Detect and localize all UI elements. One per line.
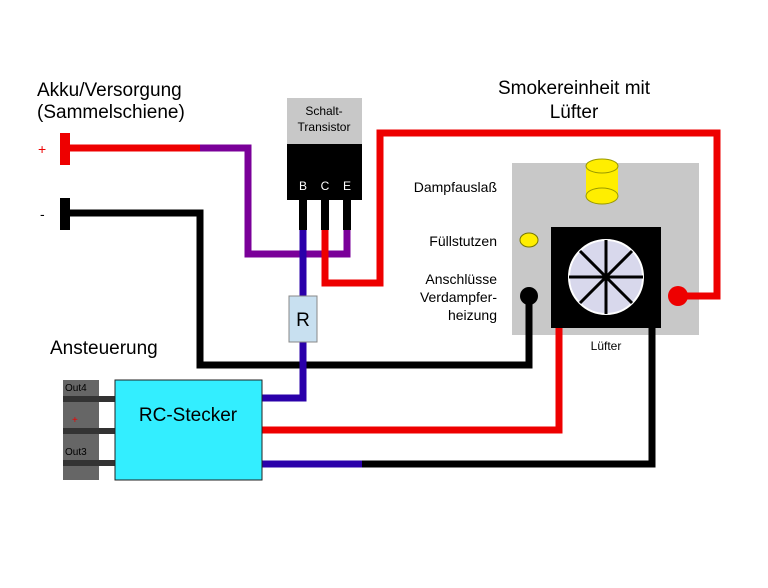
pin-b-label: B [299,179,307,193]
steam-outlet-top [585,158,619,174]
transistor-body [287,144,362,200]
supply-minus-terminal [60,198,70,230]
fan-icon [568,239,644,315]
wire-rc-plus-to-fan [262,328,563,434]
connections-label-2: Verdampfer- [420,289,497,305]
connector-pin-out4 [63,396,115,402]
transistor-leg-e [343,200,351,230]
smoker-title-1: Smokereinheit mit [498,78,651,99]
pin-e-label: E [343,179,351,193]
wire-collector-to-smoker [321,129,721,300]
out3-label: Out3 [65,447,87,458]
plus-pin-label: + [72,415,78,426]
supply-title-2: (Sammelschiene) [37,102,185,123]
supply-title-1: Akku/Versorgung [37,80,182,101]
fan-red-terminal [668,286,688,306]
plus-label: + [38,141,46,157]
heater-terminal [520,287,538,305]
fill-nozzle-label: Füllstutzen [429,233,497,249]
connector-pin-plus [63,428,115,434]
transistor-title-2: Transistor [298,120,351,134]
connections-label-1: Anschlüsse [425,271,497,287]
smoker-title-2: Lüfter [550,102,599,123]
transistor-label-box [287,98,362,144]
steam-outlet-label: Dampfauslaß [414,179,497,195]
transistor-leg-c [321,200,329,230]
connections-label-3: heizung [448,307,497,323]
connector-pin-out3 [63,460,115,466]
transistor-leg-b [299,200,307,230]
fan-label: Lüfter [591,339,622,353]
fill-nozzle [519,232,539,248]
pin-c-label: C [321,179,330,193]
control-label: Ansteuerung [50,338,158,359]
wire-supply-minus [70,209,533,369]
resistor-label: R [296,310,310,331]
wire-supply-plus-to-emitter [200,144,351,258]
steam-outlet-bottom [585,187,619,205]
wire-rc-out3-black [362,328,656,468]
out4-label: Out4 [65,383,87,394]
wire-resistor-to-rc [262,342,307,402]
supply-plus-terminal [60,133,70,165]
resistor [288,295,318,343]
rc-plug-label: RC-Stecker [139,405,238,426]
transistor-title-1: Schalt- [305,104,342,118]
rc-plug-box [114,379,263,481]
minus-label: - [40,206,45,222]
